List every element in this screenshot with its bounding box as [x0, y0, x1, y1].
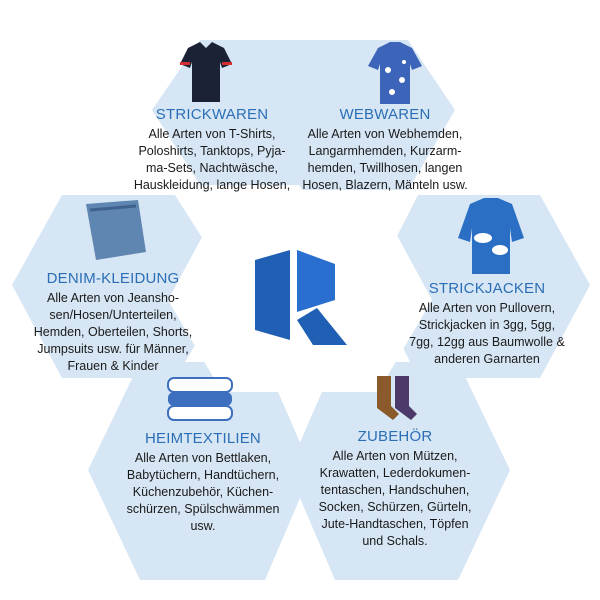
socks-image [377, 376, 417, 420]
hex-webwaren-text: WEBWAREN Alle Arten von Webhemden, Langa… [300, 106, 470, 194]
company-logo [255, 250, 347, 345]
hex-denim-title: DENIM-KLEIDUNG [46, 270, 180, 287]
hex-strickjacken-title: STRICKJACKEN [428, 280, 546, 297]
patterned-shirt-image [368, 42, 422, 104]
polo-shirt-image [180, 42, 232, 102]
hex-zubehoer-title: ZUBEHÖR [357, 428, 433, 445]
hex-zubehoer [288, 362, 510, 580]
hex-strickjacken-description: Alle Arten von Pullovern, Strickjacken i… [409, 301, 565, 366]
jeans-image [86, 200, 146, 260]
hex-strickwaren-text: STRICKWAREN Alle Arten von T-Shirts, Pol… [132, 106, 292, 194]
towels-image [167, 377, 233, 421]
hex-strickjacken [372, 195, 590, 378]
hex-denim [12, 195, 232, 378]
hex-zubehoer-description: Alle Arten von Mützen, Krawatten, Lederd… [318, 449, 472, 548]
hex-strickwaren-title: STRICKWAREN [155, 106, 269, 123]
hex-heimtextilien-text: HEIMTEXTILIEN Alle Arten von Bettlaken, … [118, 430, 288, 535]
hex-webwaren-description: Alle Arten von Webhemden, Langarmhemden,… [302, 127, 468, 192]
hex-denim-description: Alle Arten von Jeansho- sen/Hosen/Untert… [33, 291, 193, 373]
cardigan-image [458, 198, 524, 274]
hex-zubehoer-text: ZUBEHÖR Alle Arten von Mützen, Krawatten… [305, 428, 485, 550]
hex-heimtextilien-title: HEIMTEXTILIEN [145, 430, 261, 447]
hex-strickwaren-description: Alle Arten von T-Shirts, Poloshirts, Tan… [133, 127, 291, 192]
hex-heimtextilien [88, 362, 312, 580]
hex-strickjacken-text: STRICKJACKEN Alle Arten von Pullovern, S… [402, 280, 572, 368]
hex-denim-text: DENIM-KLEIDUNG Alle Arten von Jeansho- s… [28, 270, 198, 375]
hex-heimtextilien-description: Alle Arten von Bettlaken, Babytüchern, H… [126, 451, 280, 533]
hex-webwaren-title: WEBWAREN [339, 106, 431, 123]
